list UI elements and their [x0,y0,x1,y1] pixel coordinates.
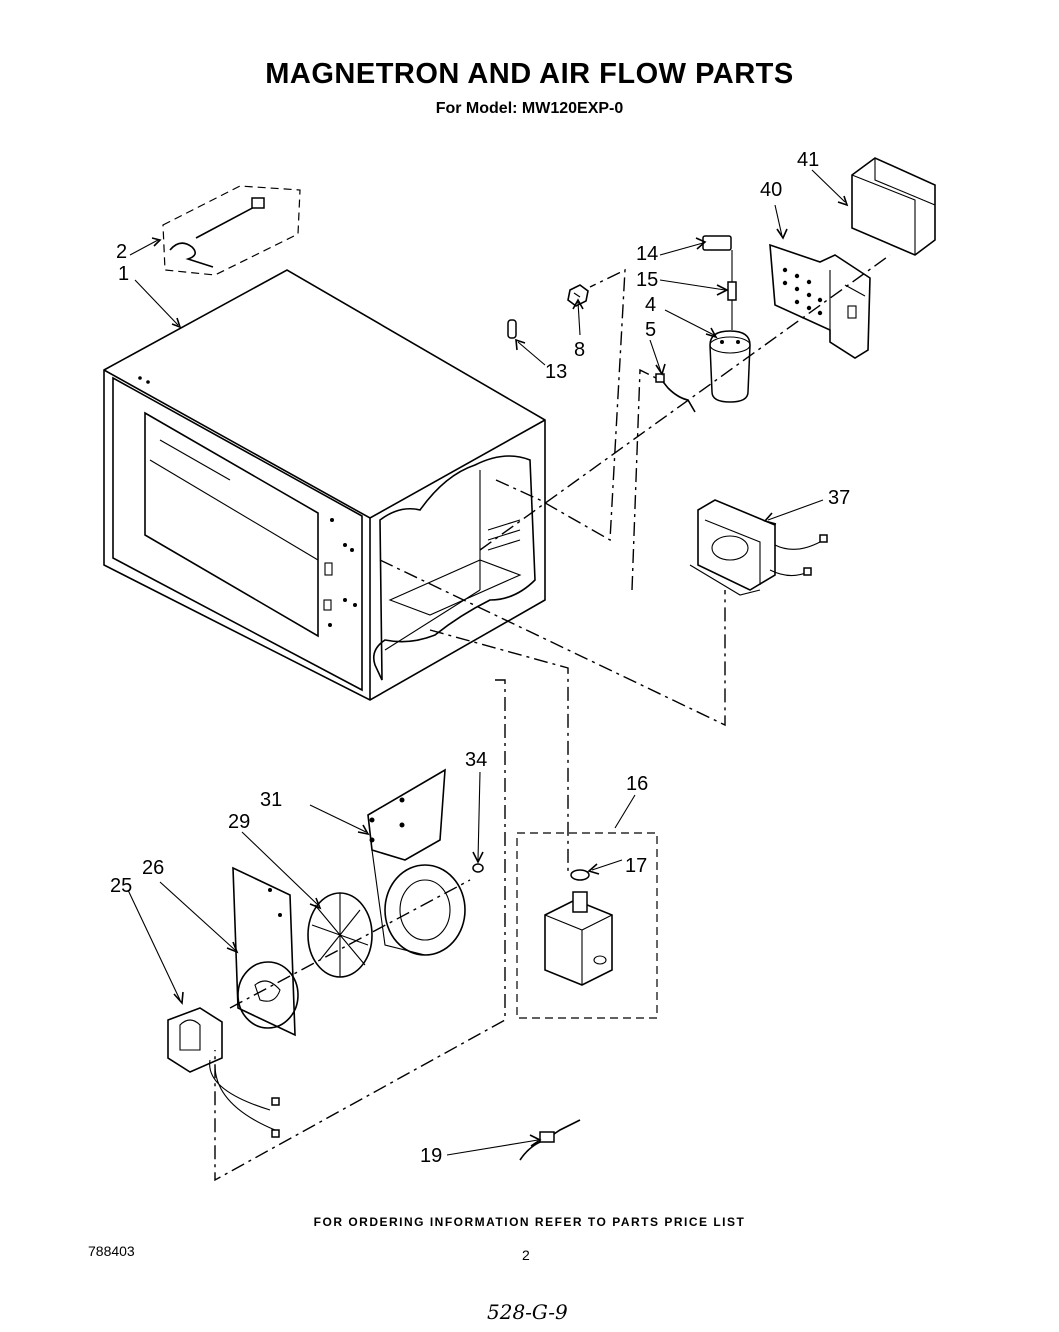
part-29-fan-blade [307,892,373,978]
callout-41: 41 [797,149,820,171]
callout-14: 14 [636,243,659,265]
callout-13: 13 [545,361,568,383]
callout-5: 5 [645,319,657,341]
part-16-magnetron-group [516,832,658,1019]
part-5-wire [655,373,696,413]
callout-17: 17 [625,855,648,877]
document-number: 788403 [88,1243,135,1259]
part-2-latch-group [162,185,301,276]
part-37-transformer [689,499,828,596]
model-subtitle: For Model: MW120EXP-0 [435,100,624,117]
part-15-diode [727,250,737,330]
callout-34: 34 [465,749,488,771]
part-40-bracket [769,243,871,359]
leader-lines [127,169,849,1156]
part-14-cap [702,235,732,251]
ordering-note: FOR ORDERING INFORMATION REFER TO PARTS … [313,1215,746,1229]
part-4-capacitor [709,330,751,403]
page-number: 2 [522,1247,530,1263]
callout-1: 1 [118,263,130,285]
part-19-thermal-fuse [519,1119,581,1161]
assembly-lines [214,254,891,1182]
callout-2: 2 [116,241,128,263]
callout-40: 40 [760,179,783,201]
callout-19: 19 [420,1145,443,1167]
part-41-cover [851,157,936,256]
callout-16: 16 [626,773,649,795]
part-8-clip [567,284,589,307]
part-26-fan-bracket [232,866,299,1037]
handwritten-note: 528-G-9 [487,1300,568,1324]
part-31-fan-shroud [367,768,466,956]
callout-15: 15 [636,269,659,291]
callout-31: 31 [260,789,283,811]
callout-26: 26 [142,857,165,879]
callout-8: 8 [574,339,586,361]
page-title: MAGNETRON AND AIR FLOW PARTS [265,58,794,90]
callout-4: 4 [645,294,657,316]
callout-25: 25 [110,875,133,897]
callout-29: 29 [228,811,251,833]
part-1-cabinet [103,269,546,701]
callout-37: 37 [828,487,851,509]
part-34-screw [472,863,484,873]
part-13-pin [507,319,517,339]
